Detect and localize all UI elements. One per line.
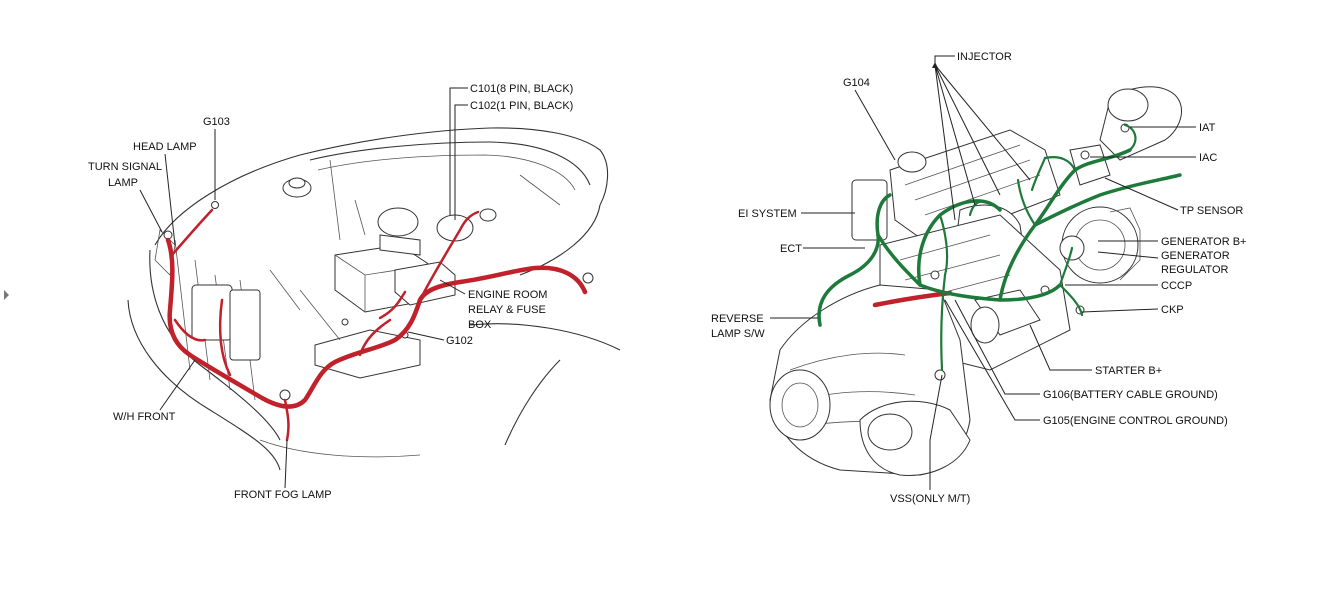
label-g104: G104 — [843, 77, 870, 89]
label-c102: C102(1 PIN, BLACK) — [470, 100, 573, 112]
label-cccp: CCCP — [1161, 280, 1192, 292]
label-ckp: CKP — [1161, 304, 1184, 316]
label-g105: G105(ENGINE CONTROL GROUND) — [1043, 415, 1228, 427]
label-engine-room-1: ENGINE ROOM — [468, 289, 547, 301]
caret-right-icon[interactable] — [4, 290, 9, 300]
label-reverse-1: REVERSE — [711, 313, 764, 325]
front-wiring-harness — [165, 208, 588, 442]
label-generator-b: GENERATOR B+ — [1161, 236, 1246, 248]
label-turn-signal-2: LAMP — [108, 177, 138, 189]
label-reverse-2: LAMP S/W — [711, 328, 765, 340]
label-generator-reg-1: GENERATOR — [1161, 250, 1230, 262]
label-head-lamp: HEAD LAMP — [133, 141, 197, 153]
label-turn-signal-1: TURN SIGNAL — [88, 161, 162, 173]
label-g103: G103 — [203, 116, 230, 128]
engine-illustration — [769, 86, 1183, 476]
engine-callouts: INJECTOR G104 IAT IAC TP SENSOR EI SYSTE… — [711, 51, 1246, 505]
label-engine-room-3: BOX — [468, 319, 492, 331]
label-ect: ECT — [780, 243, 802, 255]
label-tp-sensor: TP SENSOR — [1180, 205, 1243, 217]
engine-wiring-harness — [817, 123, 1182, 372]
label-front-fog-lamp: FRONT FOG LAMP — [234, 489, 332, 501]
label-generator-reg-2: REGULATOR — [1161, 264, 1228, 276]
label-iac: IAC — [1199, 152, 1217, 164]
label-c101: C101(8 PIN, BLACK) — [470, 83, 573, 95]
label-vss: VSS(ONLY M/T) — [890, 493, 970, 505]
label-iat: IAT — [1199, 122, 1216, 134]
label-g106: G106(BATTERY CABLE GROUND) — [1043, 389, 1218, 401]
label-ei-system: EI SYSTEM — [738, 208, 797, 220]
label-engine-room-2: RELAY & FUSE — [468, 304, 546, 316]
label-starter-b: STARTER B+ — [1095, 365, 1162, 377]
front-bay-callouts: C101(8 PIN, BLACK) C102(1 PIN, BLACK) G1… — [88, 83, 573, 501]
label-injector: INJECTOR — [957, 51, 1012, 63]
label-wh-front: W/H FRONT — [113, 411, 176, 423]
front-bay-illustration — [127, 127, 621, 471]
label-g102: G102 — [446, 335, 473, 347]
